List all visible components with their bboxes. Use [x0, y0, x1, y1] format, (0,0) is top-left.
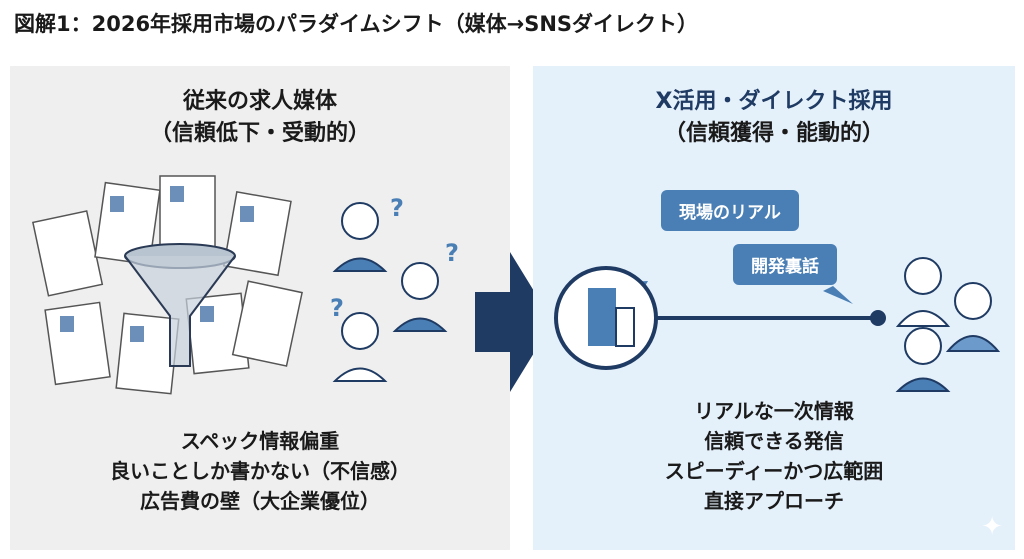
- right-point: 信頼できる発信: [704, 429, 844, 453]
- right-point: スピーディーかつ広範囲: [664, 459, 884, 483]
- right-heading: X活用・ダイレクト採用: [655, 89, 893, 114]
- building-icon: [554, 266, 658, 370]
- svg-text:?: ?: [330, 294, 344, 322]
- candidate-icons: [895, 257, 1001, 392]
- left-point: 良いことしか書かない（不信感）: [110, 459, 410, 483]
- left-subheading: （信頼低下・受動的）: [149, 121, 370, 146]
- right-point: リアルな一次情報: [694, 399, 854, 423]
- left-point: スペック情報偏重: [180, 429, 340, 453]
- traditional-media-panel: 従来の求人媒体 （信頼低下・受動的） ??? スペック情報偏重 良いことしか書か…: [10, 66, 510, 550]
- speech-bubble: 開発裏話: [733, 244, 837, 285]
- svg-text:?: ?: [390, 194, 404, 222]
- speech-bubble: 現場のリアル: [661, 190, 799, 231]
- right-point: 直接アプローチ: [704, 489, 844, 513]
- company-to-candidates-illustration: [554, 257, 1001, 392]
- resume-pile-illustration: [32, 175, 303, 395]
- page-title: 図解1：2026年採用市場のパラダイムシフト（媒体→SNSダイレクト）: [14, 12, 699, 36]
- sparkle-icon: ✦: [981, 512, 1003, 542]
- right-subheading: （信頼獲得・能動的）: [663, 121, 884, 146]
- direct-recruiting-panel: X活用・ダイレクト採用 （信頼獲得・能動的） 現場のリアル 開発裏話 リアルな一…: [533, 66, 1015, 550]
- left-point: 広告費の壁（大企業優位）: [140, 489, 380, 513]
- transition-arrow-icon: [475, 252, 553, 392]
- svg-text:?: ?: [445, 239, 459, 267]
- left-heading: 従来の求人媒体: [182, 89, 337, 114]
- confused-people-illustration: ???: [330, 194, 459, 382]
- funnel-icon: [124, 243, 236, 367]
